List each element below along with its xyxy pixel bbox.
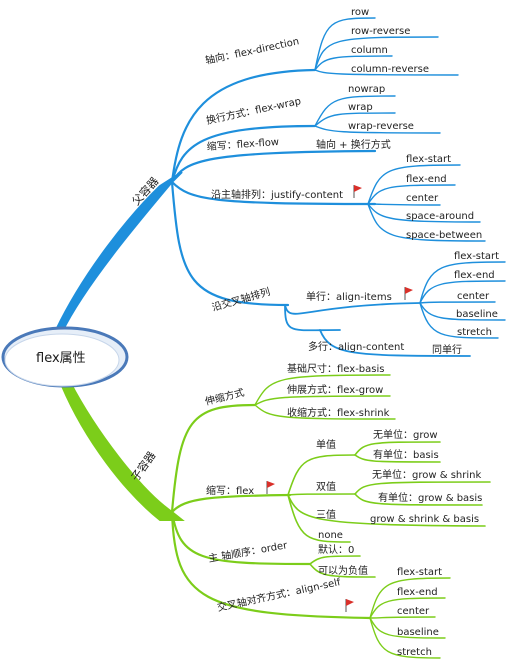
triple-value: grow & shrink & basis bbox=[370, 514, 479, 525]
triple-value-label: 三值 bbox=[316, 508, 336, 521]
align-items-value-baseline: baseline bbox=[456, 309, 498, 320]
child-main-branch bbox=[60, 380, 185, 521]
align-self-value-stretch: stretch bbox=[397, 647, 432, 658]
align-content-value: 同单行 bbox=[432, 343, 462, 356]
align-items-value-stretch: stretch bbox=[457, 327, 492, 338]
justify-value-flex-start: flex-start bbox=[406, 154, 451, 165]
single-basis: 有单位：basis bbox=[373, 448, 439, 461]
align-self-value-center: center bbox=[397, 606, 430, 617]
flow-value: 轴向 + 换行方式 bbox=[316, 138, 391, 151]
root-node: flex属性 bbox=[1, 326, 129, 388]
flex-grow-item: 伸展方式：flex-grow bbox=[287, 383, 383, 396]
align-items-value-flex-start: flex-start bbox=[454, 251, 499, 262]
order-negative: 可以为负值 bbox=[318, 564, 368, 577]
flex-basis-item: 基础尺寸：flex-basis bbox=[287, 362, 384, 375]
align-self-value-flex-start: flex-start bbox=[397, 567, 442, 578]
single-grow: 无单位：grow bbox=[373, 428, 438, 441]
align-self-value-flex-end: flex-end bbox=[397, 587, 438, 598]
flag-icon bbox=[404, 287, 413, 300]
justify-label: 沿主轴排列：justify-content bbox=[211, 188, 343, 201]
direction-label: 轴向：flex-direction bbox=[204, 34, 300, 67]
flag-icon bbox=[266, 481, 275, 494]
wrap-value-nowrap: nowrap bbox=[348, 84, 385, 95]
direction-value-row-reverse: row-reverse bbox=[351, 26, 410, 37]
align-items-value-center: center bbox=[457, 291, 490, 302]
cross-label: 沿交叉轴排列 bbox=[210, 285, 271, 314]
align-items-value-flex-end: flex-end bbox=[454, 270, 495, 281]
order-label: 主 轴顺序：order bbox=[207, 538, 289, 565]
flex-shrink-item: 收缩方式：flex-shrink bbox=[287, 406, 390, 419]
root-label: flex属性 bbox=[36, 351, 86, 366]
wrap-label: 换行方式：flex-wrap bbox=[205, 94, 302, 127]
parent-main-branch bbox=[54, 171, 183, 334]
flex-none: none bbox=[318, 530, 343, 541]
flag-icon bbox=[353, 185, 362, 198]
direction-value-column-reverse: column-reverse bbox=[351, 64, 429, 75]
flow-label: 缩写：flex-flow bbox=[206, 135, 279, 153]
double-value-label: 双值 bbox=[316, 480, 336, 493]
direction-value-row: row bbox=[351, 7, 369, 18]
align-content-label: 多行：align-content bbox=[308, 340, 404, 353]
child-label: 子容器 bbox=[128, 449, 158, 484]
justify-value-center: center bbox=[406, 193, 439, 204]
justify-value-flex-end: flex-end bbox=[406, 174, 447, 185]
flex-label: 缩写：flex bbox=[206, 484, 254, 497]
single-value-label: 单值 bbox=[316, 438, 336, 451]
direction-value-column: column bbox=[351, 45, 388, 56]
parent-branch: 父容器 轴向：flex-direction row row-reverse co… bbox=[54, 7, 506, 357]
align-self-value-baseline: baseline bbox=[397, 627, 439, 638]
order-default: 默认：0 bbox=[318, 543, 354, 556]
double-grow-shrink: 无单位：grow & shrink bbox=[372, 468, 481, 481]
wrap-value-wrap: wrap bbox=[348, 102, 373, 113]
flag-icon bbox=[345, 599, 354, 612]
double-grow-basis: 有单位：grow & basis bbox=[378, 491, 482, 504]
justify-value-space-between: space-between bbox=[406, 230, 482, 241]
align-self-label: 交叉轴对齐方式：align-self bbox=[216, 575, 342, 614]
wrap-value-wrap-reverse: wrap-reverse bbox=[348, 121, 414, 132]
align-items-label: 单行：align-items bbox=[306, 290, 392, 303]
child-branch: 子容器 伸缩方式 基础尺寸：flex-basis 伸展方式：flex-grow … bbox=[60, 362, 491, 659]
justify-value-space-around: space-around bbox=[406, 211, 474, 222]
